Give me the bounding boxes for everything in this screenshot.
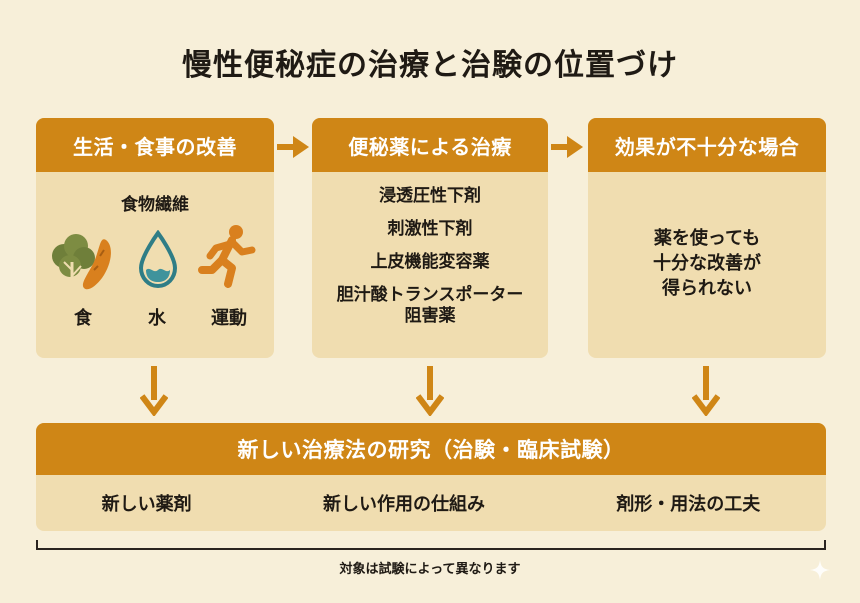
fiber-label: 食物繊維 xyxy=(121,195,189,215)
insufficient-text: 薬を使っても 十分な改善が 得られない xyxy=(653,228,761,299)
research-item: 新しい薬剤 xyxy=(101,494,192,515)
laxatives-panel: 便秘薬による治療 浸透圧性下剤 刺激性下剤 上皮機能変容薬 胆汁酸トランスポータ… xyxy=(312,118,548,358)
water-drop-icon xyxy=(138,230,178,289)
research-item: 新しい作用の仕組み xyxy=(322,494,485,515)
lifestyle-panel: 生活・食事の改善 食物繊維 食 水 運動 xyxy=(36,118,274,358)
drug-list: 浸透圧性下剤 刺激性下剤 上皮機能変容薬 胆汁酸トランスポーター 阻害薬 xyxy=(312,186,548,340)
down-arrow-icon xyxy=(692,366,720,416)
drug-item: 浸透圧性下剤 xyxy=(379,186,481,206)
drug-item: 胆汁酸トランスポーター 阻害薬 xyxy=(336,285,524,326)
food-label: 食 xyxy=(74,308,92,329)
vegetable-icon xyxy=(52,234,111,290)
bracket-line xyxy=(36,540,826,550)
drug-item: 刺激性下剤 xyxy=(387,219,473,239)
laxatives-header: 便秘薬による治療 xyxy=(312,118,548,172)
right-arrow-icon xyxy=(551,136,583,158)
page-title: 慢性便秘症の治療と治験の位置づけ xyxy=(182,48,678,83)
footnote: 対象は試験によって異なります xyxy=(339,562,521,577)
research-header: 新しい治療法の研究（治験・臨床試験） xyxy=(36,423,826,475)
right-arrow-icon xyxy=(277,136,309,158)
insufficient-panel: 効果が不十分な場合 薬を使っても 十分な改善が 得られない xyxy=(588,118,826,358)
insufficient-header: 効果が不十分な場合 xyxy=(588,118,826,172)
exercise-label: 運動 xyxy=(211,308,247,329)
drug-item: 上皮機能変容薬 xyxy=(370,252,490,272)
running-person-icon xyxy=(198,225,256,288)
research-items: 新しい薬剤 新しい作用の仕組み 剤形・用法の工夫 xyxy=(36,475,826,531)
water-label: 水 xyxy=(148,308,166,329)
research-item: 剤形・用法の工夫 xyxy=(616,494,761,515)
down-arrow-icon xyxy=(416,366,444,416)
research-panel: 新しい治療法の研究（治験・臨床試験） 新しい薬剤 新しい作用の仕組み 剤形・用法… xyxy=(36,423,826,531)
down-arrow-icon xyxy=(140,366,168,416)
sparkle-icon xyxy=(810,560,830,580)
lifestyle-header: 生活・食事の改善 xyxy=(36,118,274,172)
